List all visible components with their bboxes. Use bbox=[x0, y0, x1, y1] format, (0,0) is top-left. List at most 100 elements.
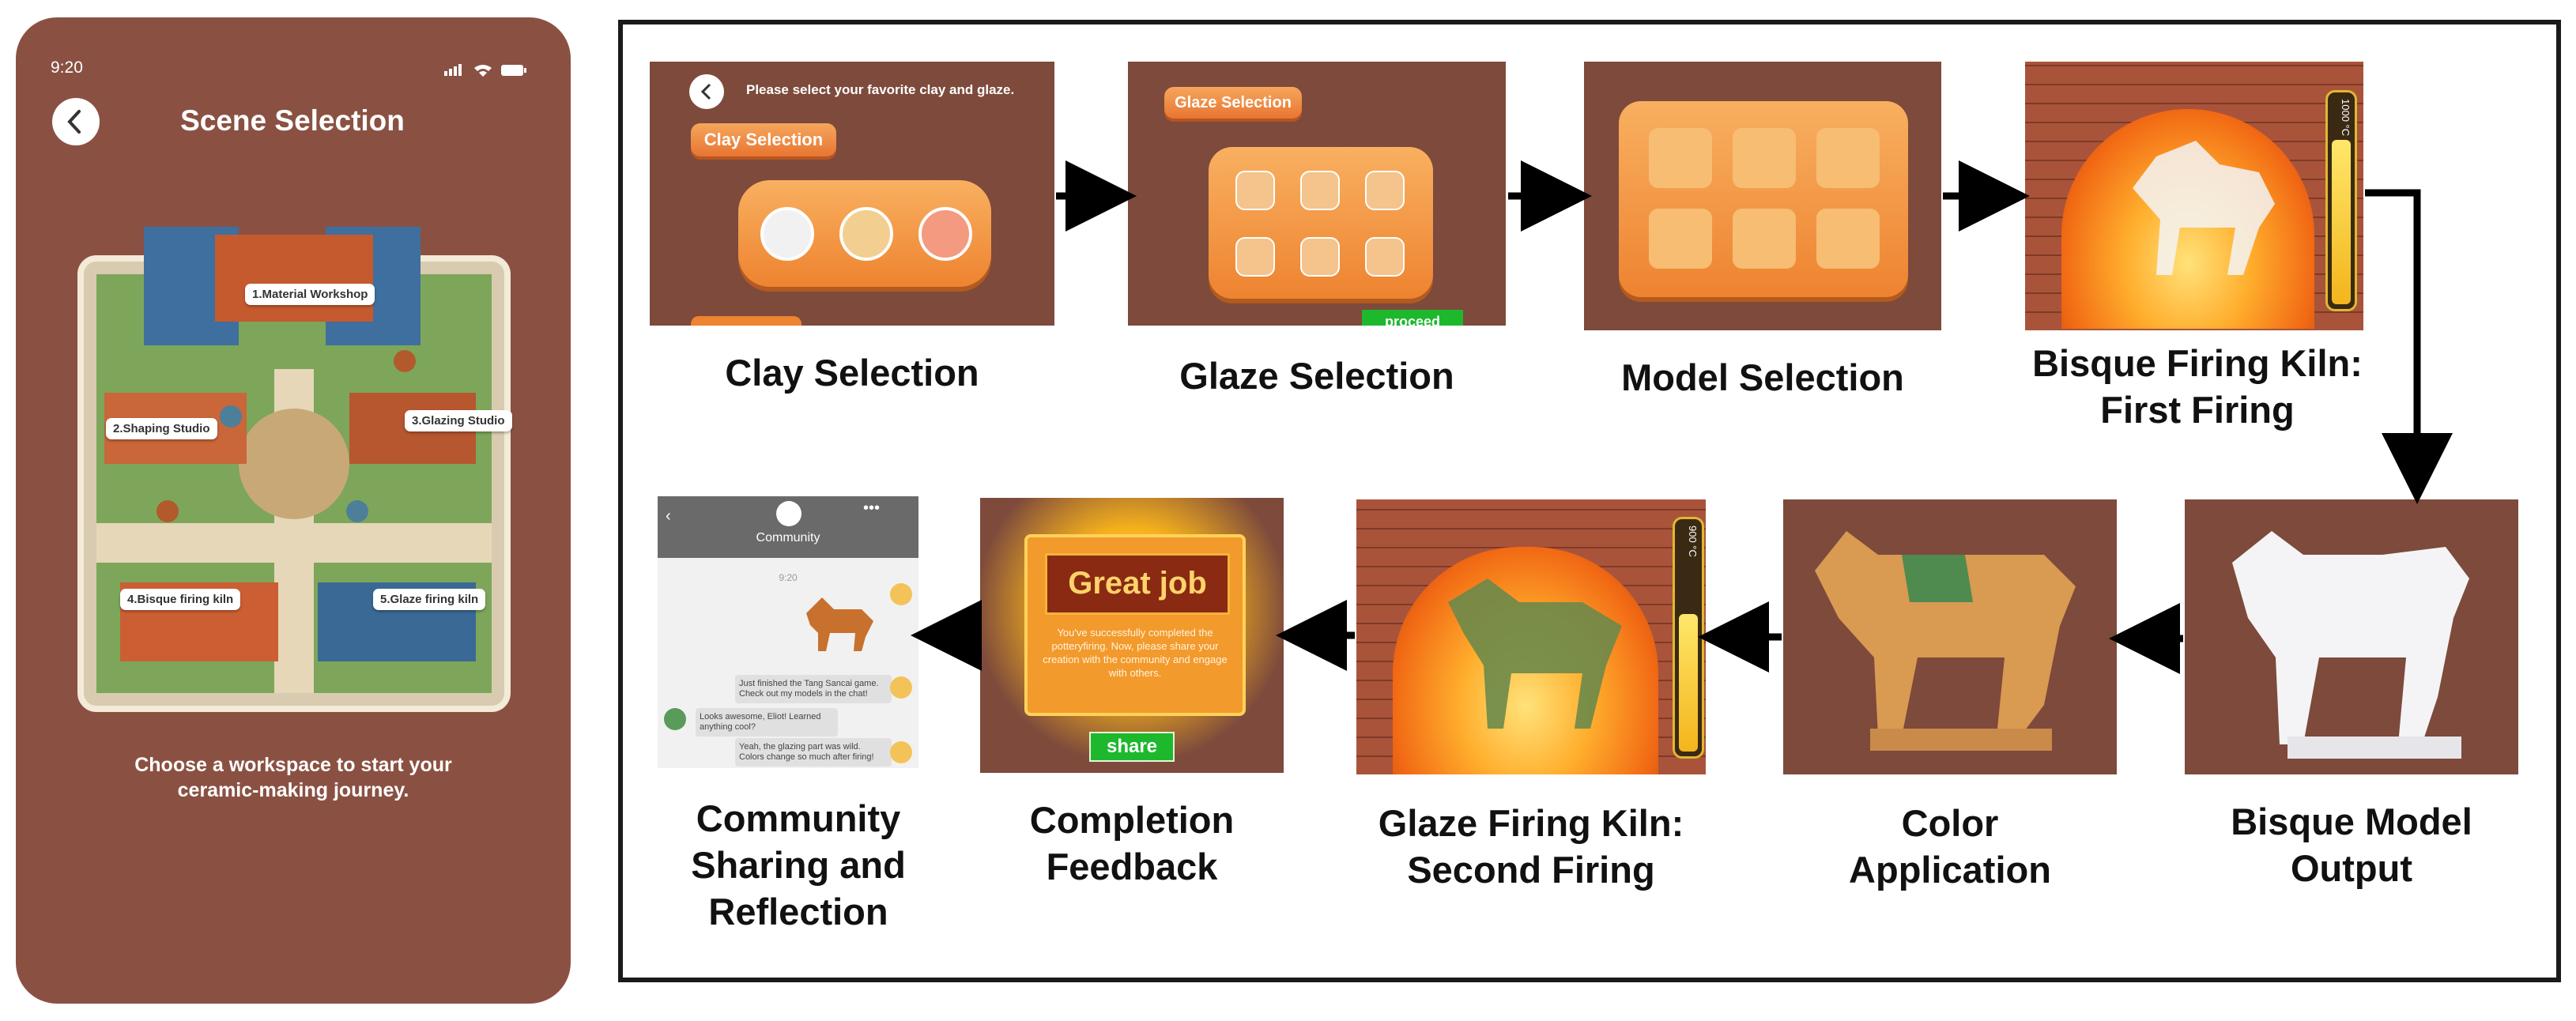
chat-message-1: Just finished the Tang Sancai game. Chec… bbox=[735, 675, 892, 703]
unglazed-horse-icon bbox=[2133, 141, 2275, 275]
clay-red-option[interactable] bbox=[918, 207, 972, 261]
glaze-selection-button[interactable]: Glaze Selection bbox=[1164, 87, 1302, 119]
friend-avatar bbox=[664, 708, 686, 730]
clay-selection-screen: Please select your favorite clay and gla… bbox=[650, 62, 1054, 326]
village-map[interactable]: 1.Material Workshop 2.Shaping Studio 3.G… bbox=[73, 211, 515, 717]
community-label-line-3: Reflection bbox=[708, 891, 888, 932]
phone-mockup: 9:20 Scene Selection 1.Material Workshop… bbox=[16, 17, 571, 1004]
map-label-material-workshop[interactable]: 1.Material Workshop bbox=[245, 284, 375, 305]
bisque-temperature-gauge: 1000 °C bbox=[2325, 90, 2357, 311]
model-selection-label: Model Selection bbox=[1621, 356, 1904, 398]
completion-label-line-1: Completion bbox=[1029, 799, 1235, 841]
glaze-gauge-text: 900 °C bbox=[1687, 526, 1699, 557]
user-avatar bbox=[890, 583, 912, 605]
community-label-line-1: Community bbox=[696, 797, 901, 839]
great-job-banner: Great job bbox=[1045, 553, 1230, 615]
clay-prompt: Please select your favorite clay and gla… bbox=[746, 82, 1015, 97]
glaze-kiln-label: Glaze Firing Kiln: Second Firing bbox=[1328, 800, 1734, 893]
community-header: ‹ ••• Community bbox=[658, 496, 918, 558]
model-plate-option[interactable] bbox=[1649, 128, 1712, 188]
clay-yellow-option[interactable] bbox=[839, 207, 893, 261]
phone-caption: Choose a workspace to start your ceramic… bbox=[47, 752, 539, 803]
color-application-screen bbox=[1783, 499, 2117, 774]
map-label-bisque-kiln[interactable]: 4.Bisque firing kiln bbox=[120, 589, 241, 610]
bisque-gauge-fill bbox=[2332, 140, 2351, 304]
clay-selection-button[interactable]: Clay Selection bbox=[691, 123, 836, 156]
white-horse-icon bbox=[2232, 531, 2469, 759]
bisque-output-screen bbox=[2185, 499, 2518, 774]
page-title: Scene Selection bbox=[180, 104, 405, 137]
bisque-output-label-line-2: Output bbox=[2291, 847, 2412, 889]
completion-message: You've successfully completed the potter… bbox=[1043, 627, 1228, 679]
avatar bbox=[776, 501, 801, 526]
chat-message-3: Yeah, the glazing part was wild. Colors … bbox=[735, 738, 892, 767]
model-jar-option[interactable] bbox=[1733, 128, 1796, 188]
map-label-glaze-kiln[interactable]: 5.Glaze firing kiln bbox=[373, 589, 486, 610]
model-selection-screen bbox=[1584, 62, 1941, 330]
chevron-left-icon bbox=[700, 83, 711, 100]
back-button[interactable] bbox=[52, 98, 100, 145]
model-camel-option[interactable] bbox=[1816, 209, 1880, 269]
model-figure-option[interactable] bbox=[1816, 128, 1880, 188]
glaze-selection-screen: Glaze Selection proceed bbox=[1128, 62, 1506, 326]
glaze-kiln-label-line-1: Glaze Firing Kiln: bbox=[1378, 802, 1684, 844]
glaze-bottle-cyan[interactable] bbox=[1365, 171, 1405, 210]
glaze-options-panel bbox=[1209, 147, 1433, 299]
caption-line-1: Choose a workspace to start your bbox=[134, 754, 452, 776]
community-title: Community bbox=[756, 531, 820, 544]
community-label: Community Sharing and Reflection bbox=[632, 795, 964, 935]
more-icon[interactable]: ••• bbox=[863, 499, 881, 517]
glaze-bottle-pink[interactable] bbox=[1235, 171, 1275, 210]
glaze-selection-label: Glaze Selection bbox=[1179, 355, 1454, 397]
model-horse-option[interactable] bbox=[1733, 209, 1796, 269]
clay-white-option[interactable] bbox=[760, 207, 814, 261]
glaze-bottle-violet[interactable] bbox=[1235, 237, 1275, 277]
bisque-output-label: Bisque Model Output bbox=[2166, 798, 2537, 891]
glaze-kiln-label-line-2: Second Firing bbox=[1407, 849, 1655, 891]
back-icon[interactable]: ‹ bbox=[666, 507, 671, 525]
back-button[interactable] bbox=[689, 74, 724, 109]
status-time: 9:20 bbox=[51, 58, 83, 77]
shared-horse-image bbox=[806, 597, 873, 651]
glaze-bottle-aqua[interactable] bbox=[1300, 237, 1340, 277]
completion-label: Completion Feedback bbox=[960, 797, 1304, 890]
chat-time: 9:20 bbox=[779, 572, 798, 583]
clay-options-panel bbox=[738, 180, 991, 287]
status-icons bbox=[443, 62, 553, 77]
community-label-line-2: Sharing and bbox=[691, 844, 906, 886]
signal-wifi-battery-icon bbox=[444, 64, 526, 77]
glazed-horse-icon bbox=[1815, 531, 2076, 751]
model-bird-option[interactable] bbox=[1649, 209, 1712, 269]
user-avatar bbox=[890, 676, 912, 699]
glaze-gauge-fill bbox=[1679, 614, 1698, 752]
chat-message-2: Looks awesome, Eliot! Learned anything c… bbox=[696, 708, 838, 737]
bisque-gauge-text: 1000 °C bbox=[2340, 99, 2352, 137]
bisque-kiln-label-line-2: First Firing bbox=[2100, 389, 2295, 431]
share-button[interactable]: share bbox=[1089, 732, 1175, 762]
clay-scroll-indicator bbox=[691, 316, 801, 326]
color-application-label: Color Application bbox=[1767, 800, 2133, 893]
village-map-illustration bbox=[77, 227, 511, 712]
bisque-kiln-fire bbox=[2061, 109, 2314, 329]
color-application-label-line-1: Color bbox=[1901, 802, 1999, 844]
glaze-bottle-green[interactable] bbox=[1365, 237, 1405, 277]
user-avatar bbox=[890, 741, 912, 763]
glaze-kiln-fire bbox=[1393, 547, 1658, 774]
bisque-kiln-screen: 1000 °C bbox=[2025, 62, 2363, 330]
glaze-proceed-button[interactable]: proceed bbox=[1362, 310, 1463, 326]
map-label-shaping-studio[interactable]: 2.Shaping Studio bbox=[106, 418, 217, 439]
color-application-label-line-2: Application bbox=[1849, 849, 2051, 891]
completion-screen: Great job You've successfully completed … bbox=[980, 498, 1284, 773]
bisque-kiln-label-line-1: Bisque Firing Kiln: bbox=[2032, 342, 2363, 384]
caption-line-2: ceramic-making journey. bbox=[177, 779, 409, 801]
glaze-bottle-teal[interactable] bbox=[1300, 171, 1340, 210]
glazed-horse-in-kiln-icon bbox=[1448, 578, 1622, 729]
map-label-glazing-studio[interactable]: 3.Glazing Studio bbox=[405, 410, 512, 431]
arrow-bisque-kiln-to-output bbox=[2365, 189, 2453, 504]
bisque-kiln-label: Bisque Firing Kiln: First Firing bbox=[1992, 340, 2403, 433]
chevron-left-icon bbox=[67, 110, 81, 134]
bisque-output-label-line-1: Bisque Model bbox=[2231, 801, 2472, 842]
glaze-kiln-screen: 900 °C bbox=[1356, 499, 1706, 774]
clay-selection-label: Clay Selection bbox=[725, 352, 979, 394]
